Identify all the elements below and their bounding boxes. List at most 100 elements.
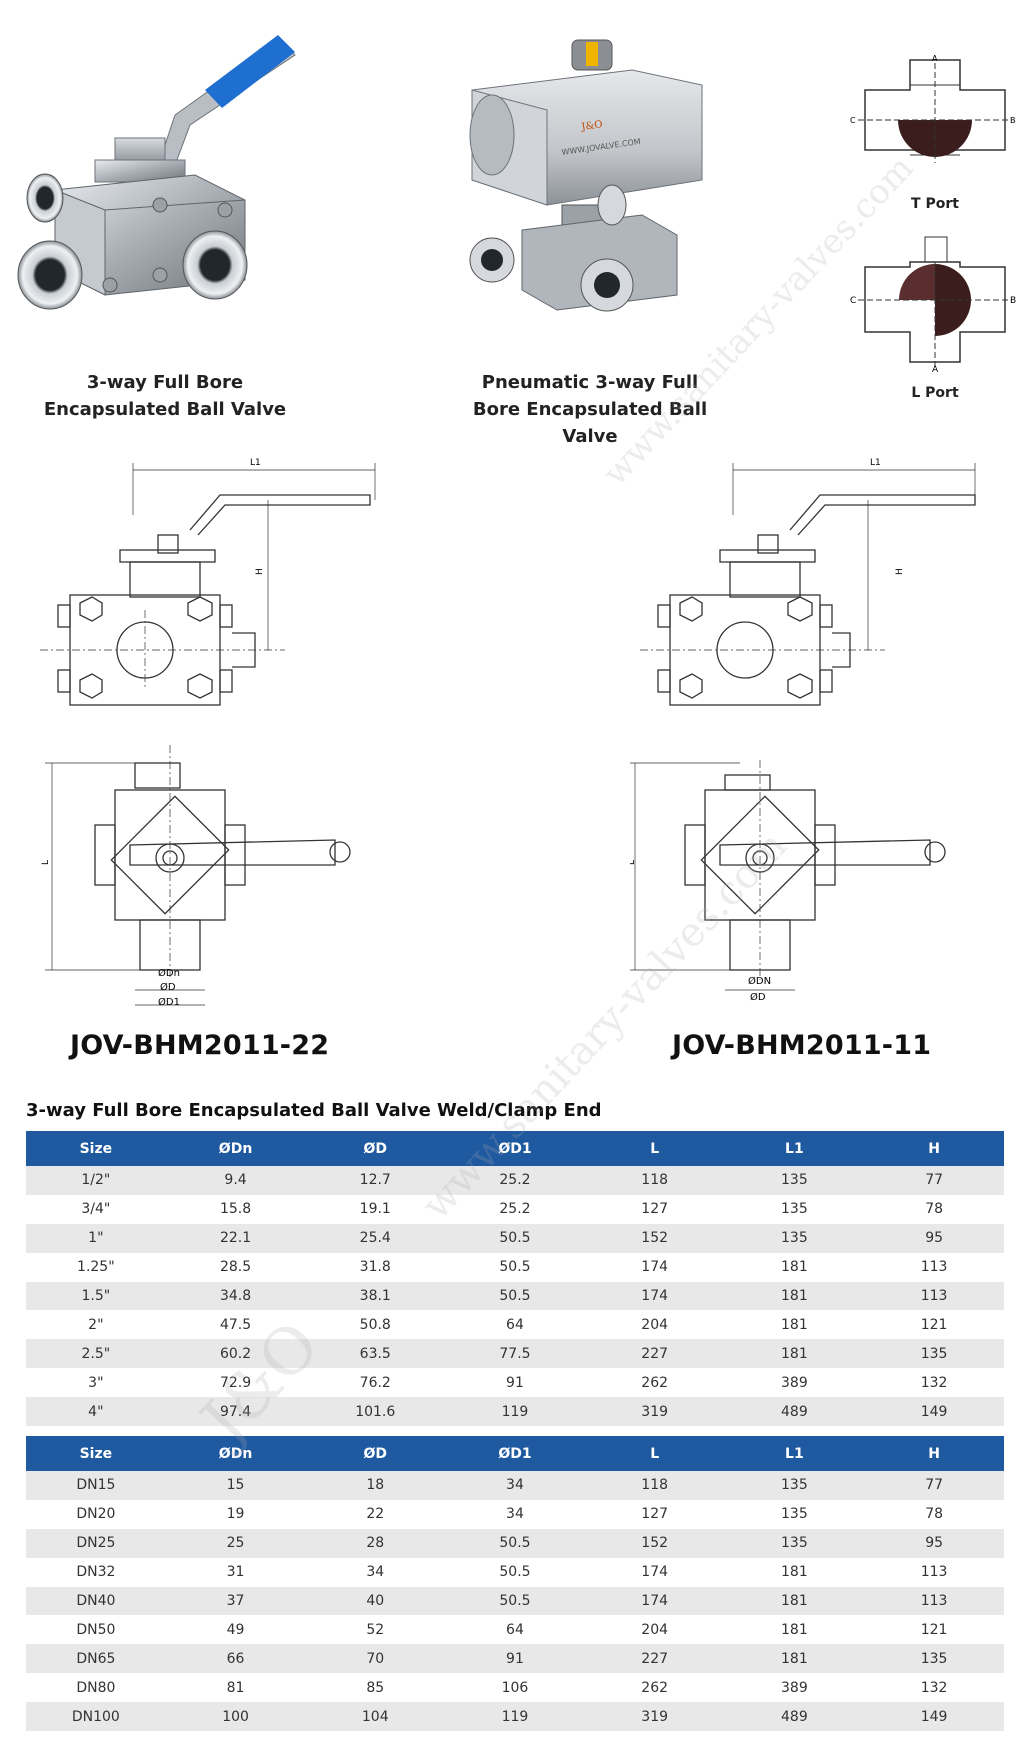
drawing-left-side: L1 H (40, 458, 376, 706)
table-cell: 50.5 (445, 1528, 585, 1558)
dim-od1-label: ØD1 (158, 996, 180, 1008)
table-cell: 489 (724, 1702, 865, 1732)
table-cell: 28.5 (165, 1252, 306, 1282)
table-cell: 9.4 (165, 1166, 306, 1195)
table-cell: 15 (165, 1471, 306, 1500)
table-cell: 181 (724, 1281, 865, 1311)
table-cell: 152 (584, 1223, 725, 1253)
dim-odn-label: ØDn (158, 967, 180, 979)
dim-l-label: L (41, 860, 51, 865)
actuator-brand: J&O (580, 119, 603, 133)
table-cell: 63.5 (305, 1339, 446, 1369)
manual-valve-photo: BALL VALVE (17, 35, 296, 310)
col-od: ØD (305, 1436, 446, 1471)
table-cell: 118 (584, 1166, 725, 1195)
table-cell: 389 (724, 1368, 865, 1398)
table-cell: 181 (724, 1586, 865, 1616)
table-cell: 19.1 (305, 1194, 446, 1224)
table-cell: 50.5 (445, 1252, 585, 1282)
dim-odn-label-right: ØDN (748, 975, 771, 987)
table-cell: 1" (26, 1223, 166, 1253)
table-cell: 113 (864, 1557, 1004, 1587)
table-cell: 34.8 (165, 1281, 306, 1311)
table-cell: 135 (724, 1194, 865, 1224)
table-cell: 34 (445, 1471, 585, 1500)
table-cell: 31.8 (305, 1252, 446, 1282)
table-cell: 28 (305, 1528, 446, 1558)
col-l1: L1 (724, 1131, 865, 1166)
table-cell: 34 (445, 1499, 585, 1529)
table-cell: 181 (724, 1644, 865, 1674)
table-cell: 174 (584, 1281, 725, 1311)
table-cell: 104 (305, 1702, 446, 1732)
table-cell: 25.2 (445, 1194, 585, 1224)
table-cell: 181 (724, 1615, 865, 1645)
table-cell: 22.1 (165, 1223, 306, 1253)
table-cell: 3" (26, 1368, 166, 1398)
table-cell: 100 (165, 1702, 306, 1732)
col-od1: ØD1 (445, 1131, 585, 1166)
l-port-label: L Port (911, 385, 959, 401)
col-h: H (864, 1436, 1004, 1471)
l-port-diagram: C B A (850, 236, 1016, 372)
table-cell: 2.5" (26, 1339, 166, 1369)
table-cell: 25.4 (305, 1223, 446, 1253)
table-cell: 135 (724, 1471, 865, 1500)
table-cell: 262 (584, 1673, 725, 1703)
table-cell: 12.7 (305, 1166, 446, 1195)
table-cell: 149 (864, 1702, 1004, 1732)
table-cell: DN15 (26, 1471, 166, 1500)
table-header-row: Size ØDn ØD ØD1 L L1 H (26, 1436, 1004, 1471)
table-cell: 77 (864, 1471, 1004, 1500)
table-cell: 113 (864, 1281, 1004, 1311)
table-cell: 132 (864, 1673, 1004, 1703)
col-h: H (864, 1131, 1004, 1166)
table-cell: 91 (445, 1368, 585, 1398)
table-cell: 50.5 (445, 1281, 585, 1311)
table-cell: 319 (584, 1702, 725, 1732)
dim-l1-label: L1 (250, 458, 261, 468)
col-size: Size (26, 1436, 166, 1471)
col-l1: L1 (724, 1436, 865, 1471)
table-cell: 135 (724, 1528, 865, 1558)
table-cell: 22 (305, 1499, 446, 1529)
table-cell: 174 (584, 1252, 725, 1282)
l-port-a: A (932, 365, 939, 372)
dim-h-label: H (255, 568, 265, 575)
caption-line: 3-way Full Bore (86, 372, 244, 393)
table-cell: 91 (445, 1644, 585, 1674)
table-cell: 78 (864, 1194, 1004, 1224)
table-cell: 70 (305, 1644, 446, 1674)
dim-l-label-right: L (630, 860, 637, 865)
table-cell: 135 (864, 1339, 1004, 1369)
table-cell: 181 (724, 1557, 865, 1587)
table-cell: 132 (864, 1368, 1004, 1398)
l-port-c: C (850, 296, 856, 306)
table-cell: 50.8 (305, 1310, 446, 1340)
table-cell: 181 (724, 1252, 865, 1282)
table-cell: 31 (165, 1557, 306, 1587)
table-cell: 127 (584, 1194, 725, 1224)
table-cell: 106 (445, 1673, 585, 1703)
table-cell: 174 (584, 1586, 725, 1616)
table-cell: DN32 (26, 1557, 166, 1587)
table-cell: 1.25" (26, 1252, 166, 1282)
l-port-b: B (1010, 296, 1016, 306)
model-title-left: JOV-BHM2011-22 (70, 1030, 330, 1061)
table-cell: 19 (165, 1499, 306, 1529)
table-cell: 95 (864, 1223, 1004, 1253)
table-cell: 135 (864, 1644, 1004, 1674)
table-cell: 135 (724, 1223, 865, 1253)
table-cell: 37 (165, 1586, 306, 1616)
